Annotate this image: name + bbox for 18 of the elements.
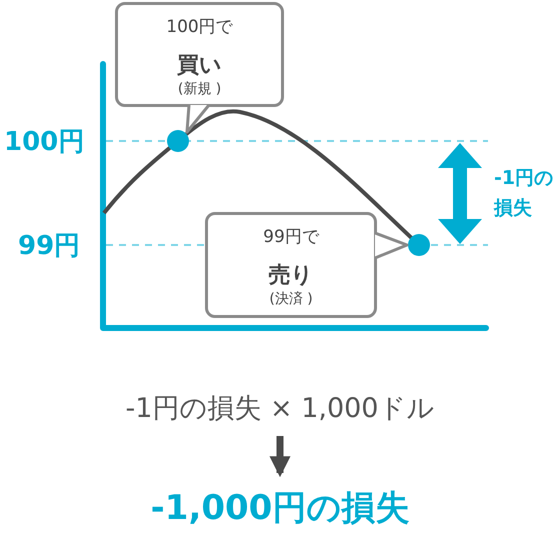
arrow	[270, 436, 290, 478]
bubble-text: 100円で	[165, 16, 234, 38]
formula-text: -1円の損失 × 1,000ドル	[60, 390, 500, 430]
data-point-dot	[408, 234, 430, 256]
bubble-heading: 売り	[268, 262, 314, 290]
data-point-dot	[167, 130, 189, 152]
axis-label: 100円	[4, 126, 84, 159]
result-text: -1,000円の損失	[60, 485, 500, 534]
speech-bubble	[115, 2, 284, 107]
bubble-text: 99円で	[262, 226, 320, 248]
bubble-heading: 買い	[176, 52, 223, 80]
axis-label: 99円	[18, 230, 80, 263]
bubble-text: (決済 )	[268, 290, 314, 308]
speech-bubble	[205, 212, 377, 318]
bubble-text: (新規 )	[176, 80, 222, 98]
loss-label: -1円の損失	[494, 166, 554, 221]
bubble-tail	[186, 104, 210, 134]
bubble-tail	[374, 232, 408, 260]
